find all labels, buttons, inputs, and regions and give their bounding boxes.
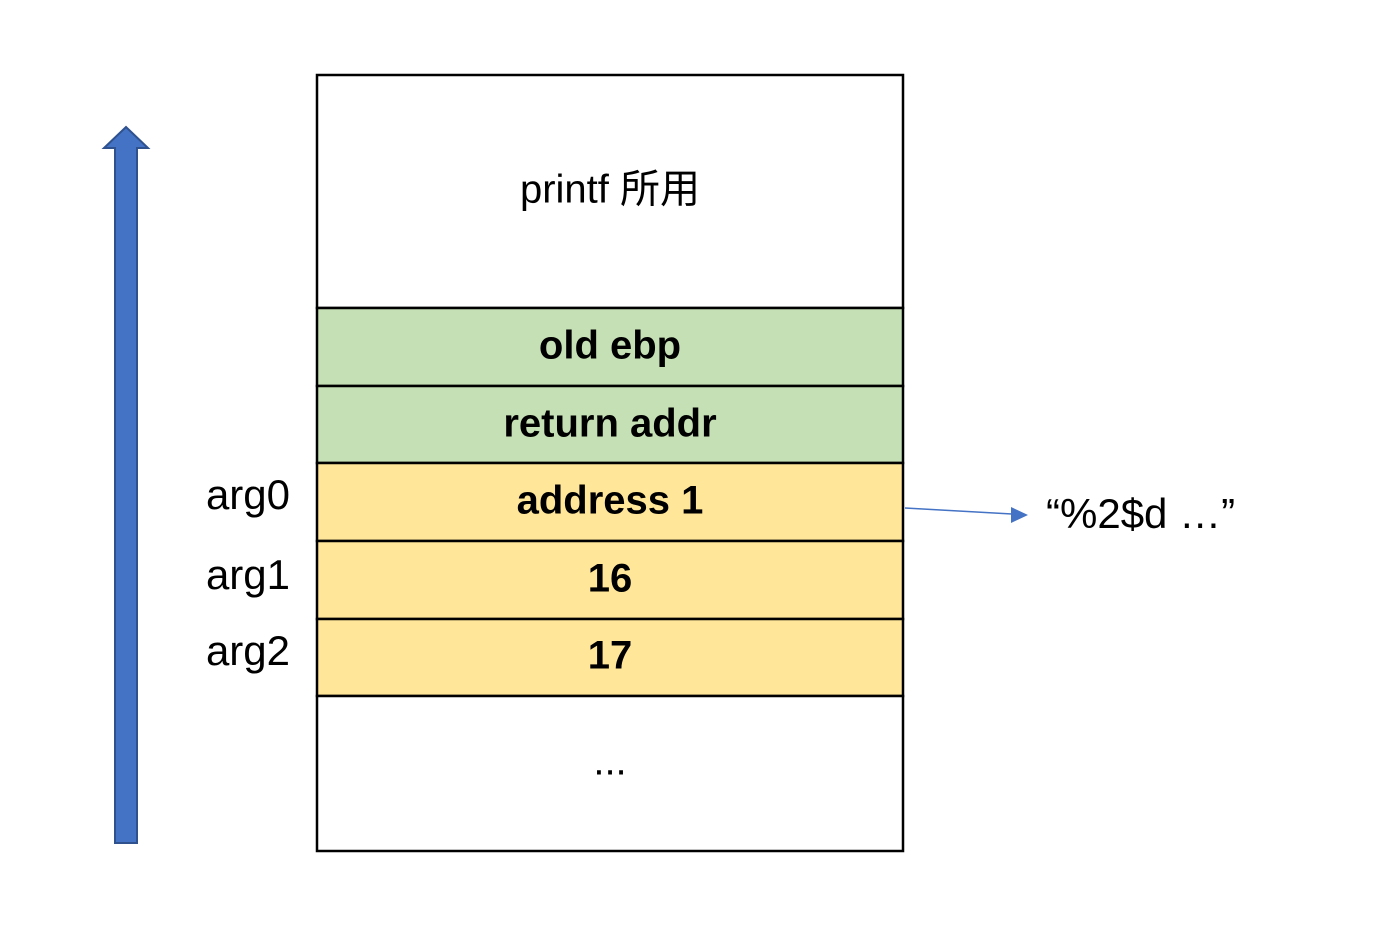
stack-cell-value-16: 16 — [315, 539, 905, 621]
stack-cell-bg — [315, 617, 905, 698]
pointer-arrow-line — [904, 507, 1013, 515]
stack-cell-label: old ebp — [539, 324, 681, 368]
stack-cell-bg — [315, 306, 905, 388]
stack-cell-bg — [315, 694, 905, 853]
stack-cell-bg — [315, 73, 905, 310]
stack-cell-old-ebp: old ebp — [315, 306, 905, 388]
stack-frame: printf 所用 old ebp return addr address 1 … — [315, 73, 905, 853]
stack-cell-return-addr: return addr — [315, 384, 905, 465]
stack-cell-printf-area: printf 所用 — [315, 73, 905, 310]
stack-cell-label: 17 — [588, 634, 633, 678]
stack-cell-bg — [315, 384, 905, 465]
stack-cell-label: 16 — [588, 557, 633, 601]
stack-cell-bg — [315, 461, 905, 543]
stack-cell-ellipsis: ... — [315, 694, 905, 853]
stack-cell-value-17: 17 — [315, 617, 905, 698]
stack-cell-label: printf 所用 — [520, 168, 700, 212]
stack-cell-label: return addr — [503, 402, 716, 446]
stack-cell-label: address 1 — [517, 479, 704, 523]
arg-label-arg1: arg1 — [206, 551, 290, 598]
arg-label-arg2: arg2 — [206, 627, 290, 674]
stack-cell-address-1: address 1 — [315, 461, 905, 543]
arg-label-arg0: arg0 — [206, 471, 290, 518]
stack-growth-arrow — [101, 125, 151, 844]
pointer-arrow-head — [1011, 507, 1028, 523]
format-string-annotation: “%2$d …” — [1046, 490, 1235, 537]
stack-cell-label: ... — [593, 740, 626, 784]
